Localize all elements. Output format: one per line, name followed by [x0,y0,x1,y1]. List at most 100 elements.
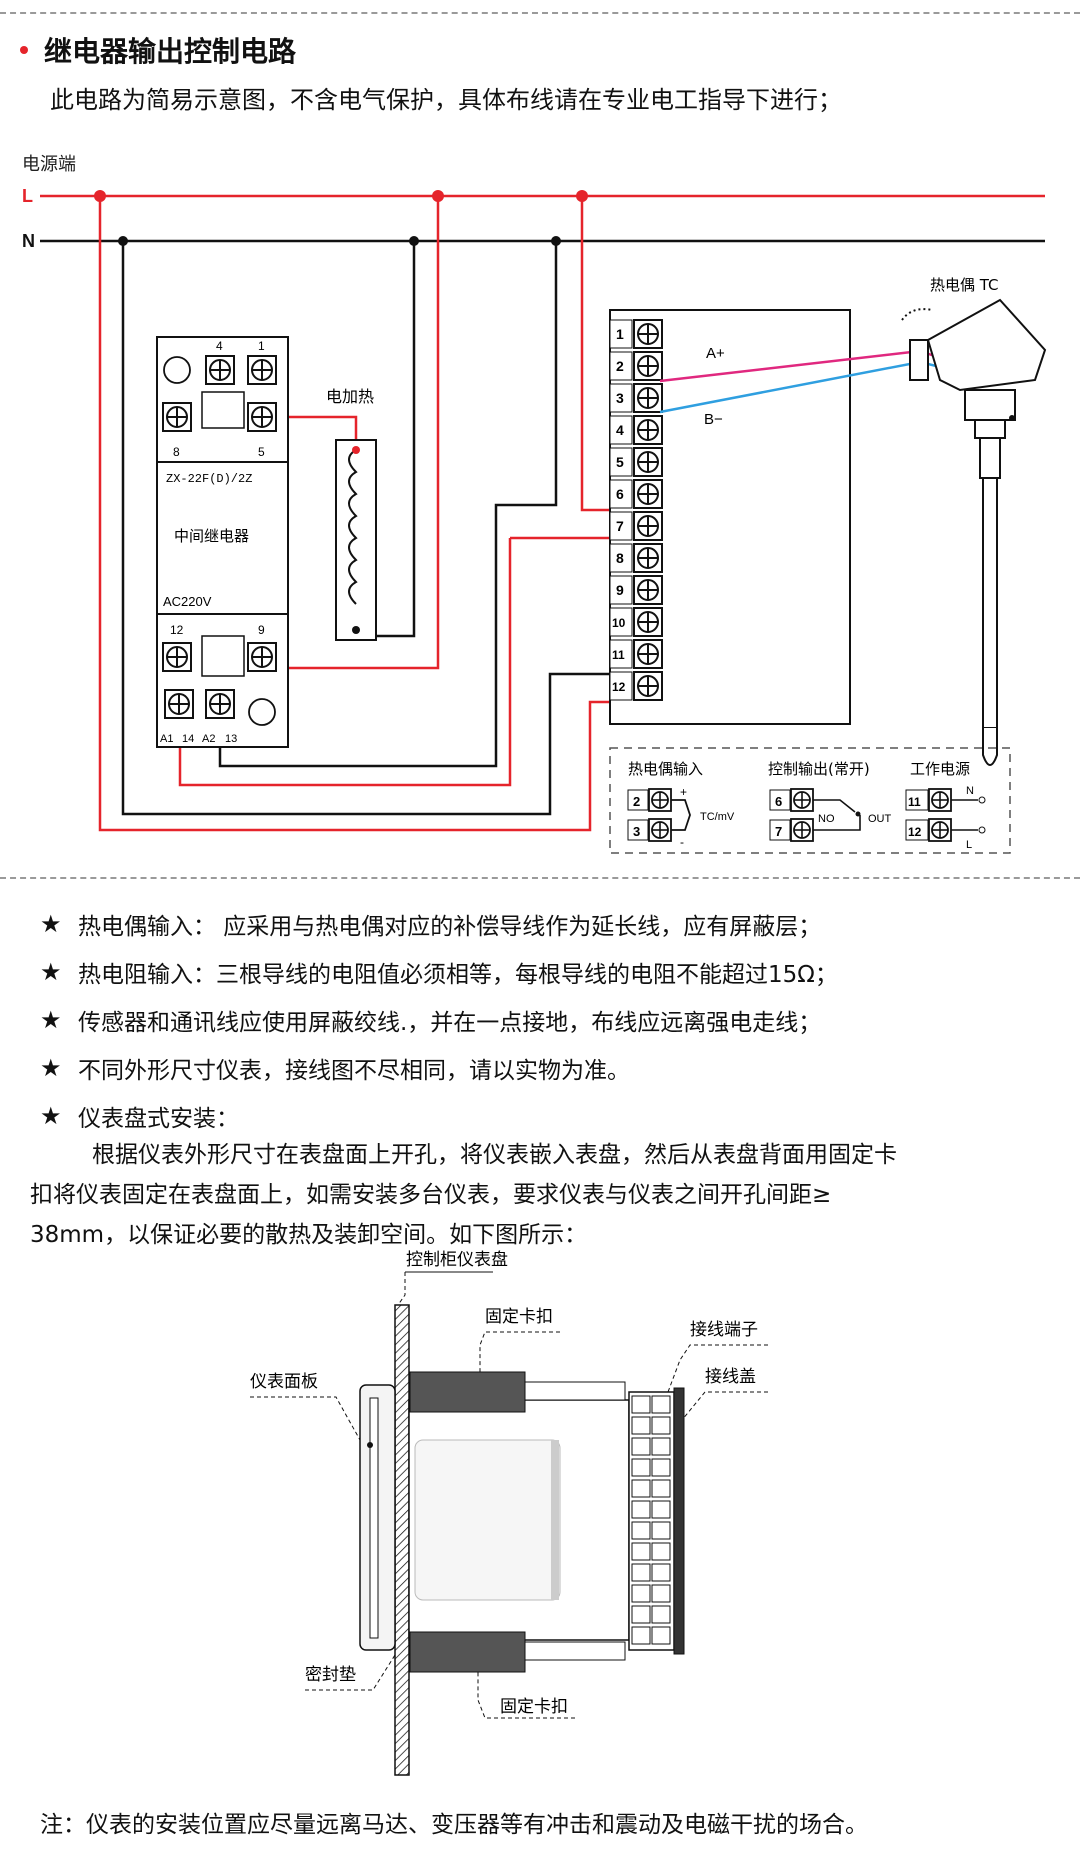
meter-terminal-number-box [609,447,633,477]
note-item: ★传感器和通讯线应使用屏蔽绞线.，并在一点接地，布线应远离强电走线； [40,1006,822,1036]
note-item: ★热电阻输入：三根导线的电阻值必须相等，每根导线的电阻不能超过15Ω； [40,958,838,988]
terminal-cell [631,1458,651,1477]
legend-tc: 2 3 + - TC/mV [627,785,735,849]
meter-terminal-screw-icon [633,479,663,509]
svg-text:2: 2 [633,794,640,809]
terminal-cell [651,1395,671,1414]
terminal-cell [651,1416,671,1435]
svg-text:11: 11 [908,795,921,809]
line-L-label: L [22,186,33,206]
terminal-cell [631,1584,651,1603]
meter-terminal-number-box [609,479,633,509]
terminal-cell [651,1500,671,1519]
wiring-diagram: L N 4 1 8 5 ZX-22F(D)/2Z [22,186,1047,854]
label-cover: 接线盖 [705,1367,756,1387]
meter-terminal-label: 12 [612,680,626,694]
meter-terminal-screw-icon [633,383,663,413]
meter-terminal-screw-icon [633,319,663,349]
terminal-cell [631,1605,651,1624]
relay-coil-14: 14 [182,733,194,745]
star-icon: ★ [40,1006,62,1034]
svg-text:-: - [680,835,684,849]
meter-terminal-screw-icon [633,415,663,445]
svg-text:OUT: OUT [868,813,892,825]
terminal-cell [651,1458,671,1477]
legend-ctrl-output: 控制输出(常开) [768,760,870,778]
relay-name: 中间继电器 [174,527,249,545]
meter-terminal-label: 9 [616,582,624,598]
footer-note: 注：仪表的安装位置应尽量远离马达、变压器等有冲击和震动及电磁干扰的场合。 [40,1812,868,1838]
heater-label: 电加热 [326,387,374,406]
terminal-cell [651,1584,671,1603]
middle-divider [0,877,1080,879]
wire-b-label: B− [704,411,723,428]
meter-terminal-screw-icon [633,543,663,573]
star-icon: ★ [40,958,62,986]
svg-text:12: 12 [908,825,922,839]
svg-text:+: + [680,785,687,799]
meter-terminal-label: 5 [616,454,624,470]
relay-term-8: 8 [173,445,180,459]
svg-text:6: 6 [775,794,782,809]
section-header: 继电器输出控制电路 [20,30,296,70]
meter-terminal-label: 1 [616,326,624,342]
star-icon: ★ [40,910,62,938]
relay-coil-a1: A1 [160,733,173,745]
relay-coil-a2: A2 [202,733,215,745]
terminal-cell [651,1542,671,1561]
legend-tc-input: 热电偶输入 [628,760,703,778]
terminal-cell [651,1437,671,1456]
line-N-label: N [22,231,35,251]
terminal-cell [631,1416,651,1435]
terminal-cell [651,1605,671,1624]
meter-terminal-label: 2 [616,358,624,374]
meter-terminal-label: 10 [612,616,626,630]
power-source-label: 电源端 [22,154,76,175]
legend-power: 工作电源 [910,760,970,778]
relay-term-5: 5 [258,445,265,459]
legend-power-terms: 11 12 N L [905,785,986,851]
terminal-cell [631,1563,651,1582]
panel-wall [394,1304,410,1776]
note-item: ★不同外形尺寸仪表，接线图不尽相同，请以实物为准。 [40,1054,630,1084]
terminal-cell [631,1500,651,1519]
relay-model: ZX-22F(D)/2Z [166,472,252,486]
svg-text:NO: NO [818,813,835,825]
terminal-cell [631,1521,651,1540]
meter-face [359,1384,396,1651]
relay-term-9: 9 [258,623,265,637]
relay-term-1: 1 [258,339,265,353]
svg-text:3: 3 [633,824,640,839]
relay-voltage: AC220V [163,594,212,609]
star-icon: ★ [40,1102,62,1130]
meter-terminal-screw-icon [633,447,663,477]
meter-terminal-label: 3 [616,390,624,406]
terminal-cell [651,1626,671,1645]
heater-coil-icon [335,439,377,641]
label-face: 仪表面板 [250,1372,318,1392]
label-terminal: 接线端子 [690,1320,758,1340]
wire-a-label: A+ [706,345,725,362]
svg-text:N: N [966,785,974,797]
meter-terminal-label: 6 [616,486,624,502]
meter-terminal-number-box [609,575,633,605]
meter-terminal-number-box [609,415,633,445]
terminal-cell [631,1479,651,1498]
meter-terminal-number-box [609,671,633,701]
meter-terminal-number-box [609,511,633,541]
meter-terminal-screw-icon [633,671,663,701]
thermocouple-icon [901,298,1047,766]
meter-terminal-number-box [609,543,633,573]
installation-diagram: 控制柜仪表盘 固定卡扣 接线端子 仪表面板 接线盖 密封垫 固定卡扣 [250,1250,768,1776]
meter-terminal-screw-icon [633,351,663,381]
relay-term-12: 12 [170,623,184,637]
clip-top [409,1371,626,1413]
note-item: ★仪表盘式安装： [40,1102,239,1132]
junction-dots [94,190,588,246]
meter-body [408,1399,630,1641]
terminal-cell [631,1626,651,1645]
label-clip-top: 固定卡扣 [485,1307,553,1327]
thermocouple-label: 热电偶 TC [930,276,999,294]
terminal-cell [631,1395,651,1414]
